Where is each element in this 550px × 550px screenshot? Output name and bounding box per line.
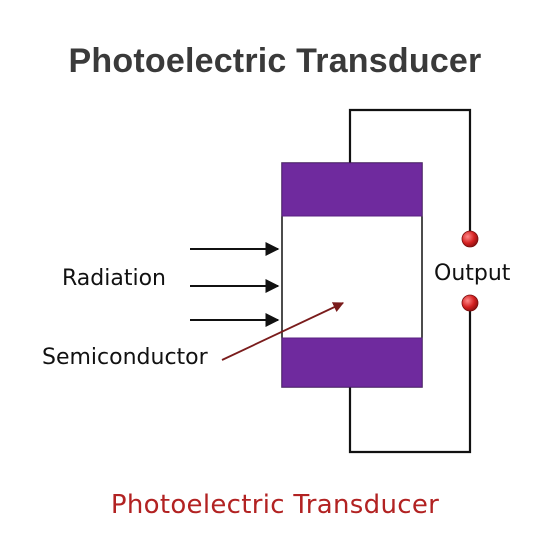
- top-wire: [348, 108, 472, 236]
- output-label: Output: [434, 261, 511, 286]
- semiconductor-pointer-arrow: [221, 302, 344, 361]
- output-terminal-top: [461, 230, 479, 248]
- top-electrode: [281, 162, 423, 217]
- output-terminal-bottom: [461, 294, 479, 312]
- bottom-wire: [348, 306, 472, 454]
- page-title: Photoelectric Transducer: [68, 42, 482, 80]
- semiconductor-label: Semiconductor: [42, 345, 208, 370]
- bottom-electrode: [281, 337, 423, 388]
- radiation-label: Radiation: [62, 266, 166, 291]
- caption: Photoelectric Transducer: [110, 490, 440, 520]
